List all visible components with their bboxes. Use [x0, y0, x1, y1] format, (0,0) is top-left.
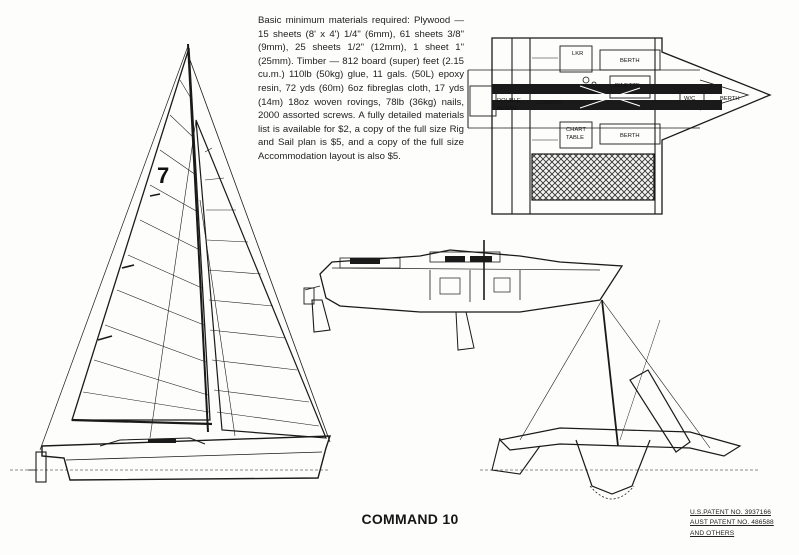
mainsail — [71, 47, 211, 421]
label-berth-top: BERTH — [620, 58, 640, 64]
label-chart: CHART — [566, 127, 586, 133]
trampoline — [531, 153, 655, 201]
materials-text: Basic minimum materials required: Plywoo… — [258, 15, 464, 162]
hull-profile — [41, 435, 331, 481]
patent-us: U.S.PATENT NO. 3937166 — [690, 509, 771, 516]
patent-aust: AUST PATENT NO. 486588 — [690, 519, 774, 527]
label-double-berth: BERTH — [497, 106, 517, 112]
design-title: COMMAND 10 — [361, 511, 459, 527]
label-wc: W/C — [684, 96, 695, 102]
boom — [71, 418, 213, 426]
label-lkr: LKR — [572, 51, 583, 57]
label-double: DOUBLE — [497, 98, 521, 104]
sail-plan — [10, 43, 331, 483]
patent-others: AND OTHERS — [690, 529, 735, 537]
accommodation-plan — [467, 37, 772, 215]
accommodation-labels: LKR BERTH DINETTE BERTH W/C COCKPIT DOUB… — [497, 51, 740, 141]
mast — [187, 43, 209, 433]
label-table: TABLE — [566, 135, 584, 141]
label-berth-bottom: BERTH — [620, 133, 640, 139]
sail-number: 7 — [157, 163, 169, 188]
front-section — [480, 299, 760, 500]
patent-notice: U.S.PATENT NO. 3937166 AUST PATENT NO. 4… — [690, 508, 790, 539]
label-dinette: DINETTE — [615, 83, 640, 89]
label-cockpit: COCKPIT — [536, 100, 562, 106]
inboard-profile — [303, 240, 624, 351]
jib — [195, 119, 327, 439]
label-berth-bow: BERTH — [720, 96, 740, 102]
